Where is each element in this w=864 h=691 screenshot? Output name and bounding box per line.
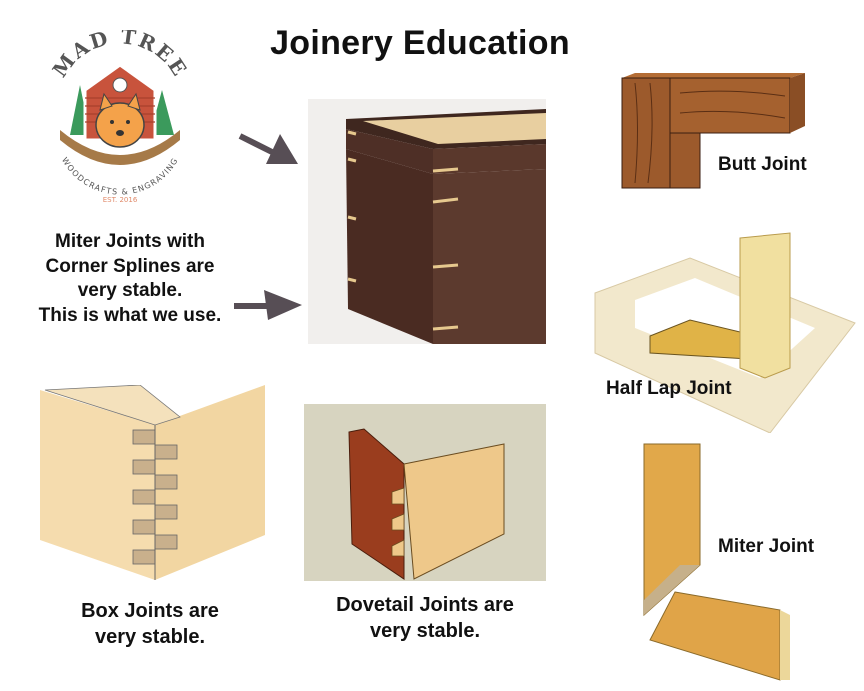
arrow-right-icon: [232, 288, 306, 322]
arrow-right-down-icon: [236, 130, 306, 170]
miter-spline-caption: Miter Joints with Corner Splines are ver…: [38, 231, 222, 327]
logo-icon: MAD TREE WOODCRAFTS & ENGRAVING EST. 201…: [48, 30, 191, 204]
box-joint-illustration: [40, 385, 265, 580]
page-title: Joinery Education: [270, 24, 570, 62]
svg-text:EST. 2016: EST. 2016: [103, 196, 138, 204]
dovetail-caption: Dovetail Joints are very stable.: [336, 594, 514, 642]
butt-joint-label: Butt Joint: [718, 154, 807, 175]
dovetail-joint-illustration: [304, 404, 546, 581]
mad-tree-logo: MAD TREE WOODCRAFTS & ENGRAVING EST. 201…: [40, 30, 200, 210]
butt-joint-illustration: Butt Joint: [600, 68, 860, 198]
miter-joint-illustration: Miter Joint: [640, 440, 860, 685]
box-joint-caption: Box Joints are very stable.: [81, 600, 219, 648]
half-lap-joint-label: Half Lap Joint: [606, 378, 732, 399]
walnut-box-photo: [308, 99, 546, 344]
miter-joint-label: Miter Joint: [718, 536, 815, 557]
half-lap-joint-illustration: Half Lap Joint: [590, 228, 860, 433]
